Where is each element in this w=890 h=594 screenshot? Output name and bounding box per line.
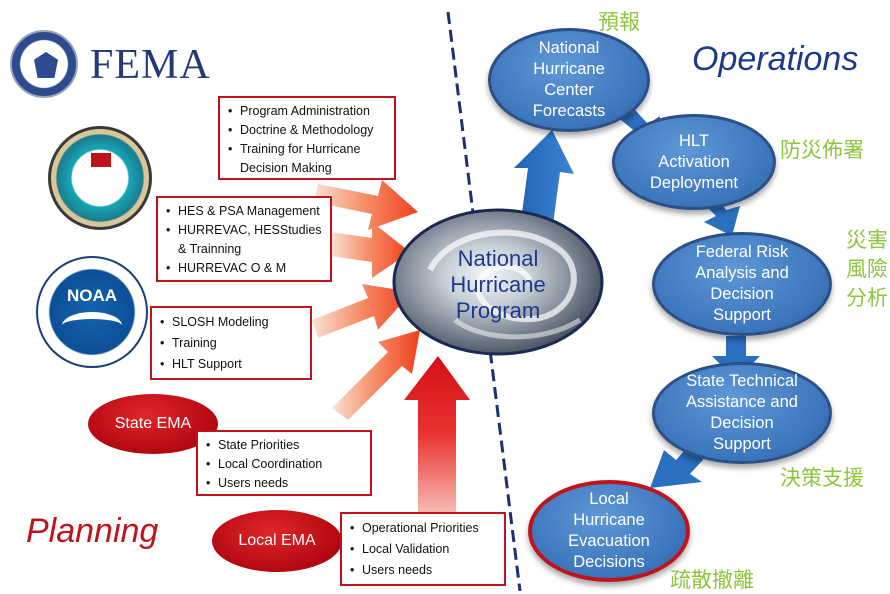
state-technical-node: State Technical Assistance and Decision … bbox=[652, 362, 832, 464]
planning-label: Planning bbox=[26, 512, 159, 550]
list-item: HLT Support bbox=[160, 354, 302, 375]
arrow-state bbox=[332, 330, 420, 420]
federal-risk-node: Federal Risk Analysis and Decision Suppo… bbox=[652, 232, 832, 336]
list-item: Local Coordination bbox=[206, 455, 362, 474]
coastal-storm-seal-icon bbox=[48, 126, 152, 230]
dhs-seal-icon bbox=[10, 30, 78, 98]
arrow-fed-state bbox=[712, 336, 760, 380]
list-item: Local Validation bbox=[350, 539, 496, 560]
arrow-local bbox=[404, 356, 470, 512]
arrow-box2 bbox=[330, 222, 410, 278]
list-item: State Priorities bbox=[206, 436, 362, 455]
center-program-label: National Hurricane Program bbox=[450, 246, 546, 323]
local-evacuation-node: Local Hurricane Evacuation Decisions bbox=[528, 480, 690, 582]
hurricane-swirl bbox=[427, 229, 577, 323]
list-item: Training bbox=[160, 333, 302, 354]
local-ema-oval: Local EMA bbox=[212, 510, 342, 572]
operations-label: Operations bbox=[692, 40, 859, 78]
noaa-seal-icon: NOAA bbox=[36, 256, 148, 368]
cjk-risk-analysis-label: 災害 風險 分析 bbox=[846, 228, 888, 310]
list-item: Operational Priorities bbox=[350, 518, 496, 539]
noaa-seal-inner: NOAA bbox=[66, 286, 118, 305]
list-item: Users needs bbox=[206, 474, 362, 493]
state-ema-label: State EMA bbox=[114, 415, 192, 432]
cjk-decision-support-label: 決策支援 bbox=[780, 466, 864, 490]
list-item: Program Administration bbox=[228, 102, 386, 121]
nhc-forecasts-node: National Hurricane Center Forecasts bbox=[488, 28, 650, 132]
state-ema-box: State Priorities Local Coordination User… bbox=[196, 430, 372, 496]
list-item: SLOSH Modeling bbox=[160, 312, 302, 333]
cjk-evacuation-label: 疏散撤離 bbox=[670, 568, 754, 592]
cjk-deployment-label: 防災佈署 bbox=[780, 138, 864, 162]
arrow-box3 bbox=[312, 284, 412, 338]
arrow-to-nhc bbox=[514, 130, 574, 232]
list-item: HURREVAC O & M bbox=[166, 259, 322, 278]
fema-wordmark: FEMA bbox=[90, 42, 211, 88]
arrow-box1 bbox=[314, 180, 418, 230]
usace-responsibilities-box: HES & PSA Management HURREVAC, HESStudie… bbox=[156, 196, 332, 282]
local-ema-box: Operational Priorities Local Validation … bbox=[340, 512, 506, 586]
hlt-activation-node: HLT Activation Deployment bbox=[612, 114, 776, 210]
local-ema-label: Local EMA bbox=[238, 532, 316, 549]
list-item: HURREVAC, HESStudies & Trainning bbox=[166, 221, 322, 259]
list-item: Training for Hurricane Decision Making bbox=[228, 140, 386, 178]
list-item: Doctrine & Methodology bbox=[228, 121, 386, 140]
noaa-responsibilities-box: SLOSH Modeling Training HLT Support bbox=[150, 306, 312, 380]
list-item: Users needs bbox=[350, 560, 496, 581]
fema-responsibilities-box: Program Administration Doctrine & Method… bbox=[218, 96, 396, 180]
cjk-forecast-label: 預報 bbox=[598, 10, 640, 34]
list-item: HES & PSA Management bbox=[166, 202, 322, 221]
